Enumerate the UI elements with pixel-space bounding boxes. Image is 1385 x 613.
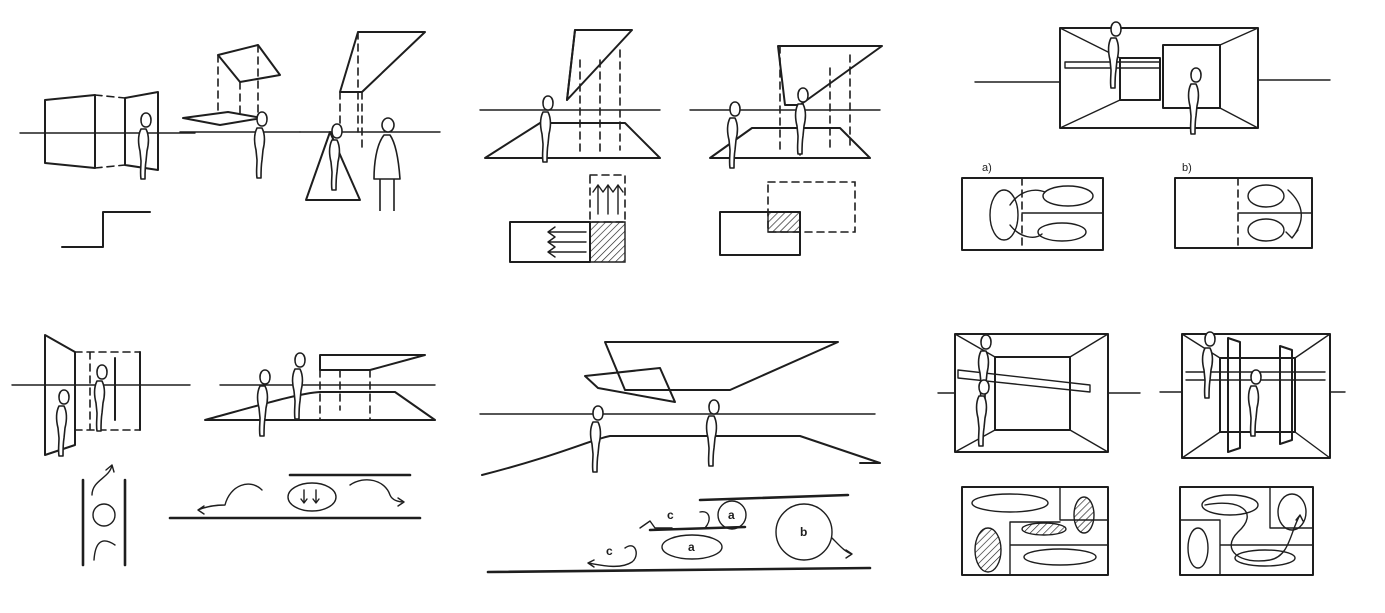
human-figure <box>1201 331 1216 399</box>
human-figure <box>253 111 268 179</box>
plan-b-label: b) <box>1182 162 1192 174</box>
sketch-plan-b: b) <box>1174 162 1313 249</box>
sketch-hanging-prism-right <box>689 45 883 256</box>
human-figure <box>539 95 554 163</box>
bubble-c-left-label: c <box>606 544 613 558</box>
sketch-ramp <box>168 352 436 520</box>
bubble-b-label: b <box>800 525 807 539</box>
plan-a-label: a) <box>982 162 992 174</box>
bubble-a-small-label: a <box>728 508 735 522</box>
sketch-plan-circulation <box>1179 486 1314 576</box>
human-figure <box>705 399 720 467</box>
sketch-canopy-landscape <box>479 341 881 476</box>
sketch-hanging-prism-left <box>479 29 661 263</box>
sketch-room-box <box>974 21 1331 135</box>
human-figure <box>55 389 70 457</box>
human-figure <box>291 352 306 420</box>
sketch-overhead-plane <box>179 44 301 179</box>
sketch-step-walls <box>19 91 196 248</box>
human-figure <box>975 379 990 447</box>
bubble-a-large-label: a <box>688 540 695 554</box>
sketch-room-right <box>1159 331 1346 459</box>
human-figure <box>794 87 809 155</box>
human-figure <box>1187 67 1202 135</box>
sketch-plan-bubbles-hatched <box>961 486 1109 576</box>
human-figure <box>1247 369 1262 437</box>
sketch-room-left <box>937 333 1141 453</box>
sketch-plan-a: a) <box>961 162 1104 251</box>
sketch-tall-volume <box>299 31 441 211</box>
human-figure <box>93 364 108 432</box>
bubble-c-mid-label: c <box>667 508 674 522</box>
sketch-corridor <box>11 334 191 567</box>
sketch-bubble-plan: a a b c c <box>486 493 872 574</box>
